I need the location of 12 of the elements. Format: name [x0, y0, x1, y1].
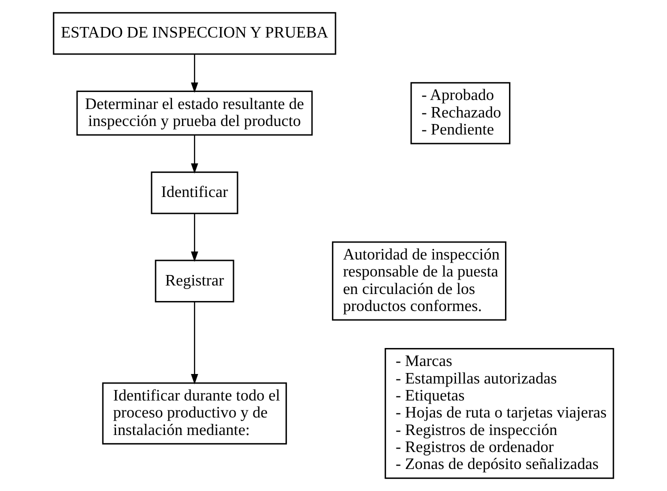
node-box: ESTADO DE INSPECCION Y PRUEBA [52, 12, 336, 55]
node-box: Registrar [154, 260, 234, 302]
node-box: Identificar durante todo el proceso productivo y de instalación mediante: [102, 382, 287, 444]
arrow [190, 135, 198, 174]
node-box: Determinar el estado resultante de inspección y prueba del producto [76, 90, 313, 136]
arrow [190, 302, 198, 384]
node-box: Identificar [150, 171, 238, 214]
arrow [190, 213, 198, 262]
node-box: Autoridad de inspección responsable de la puesta en circulación de los productos conformes. [332, 241, 506, 321]
node-box: - Aprobado - Rechazado - Pendiente [410, 82, 510, 144]
arrow [190, 54, 198, 93]
node-box: - Marcas - Estampillas autorizadas - Etiquetas - Hojas de ruta o tarjetas viajeras - Registros de inspección - Registros de ordenador - Zonas de depósito señalizadas [384, 348, 614, 479]
